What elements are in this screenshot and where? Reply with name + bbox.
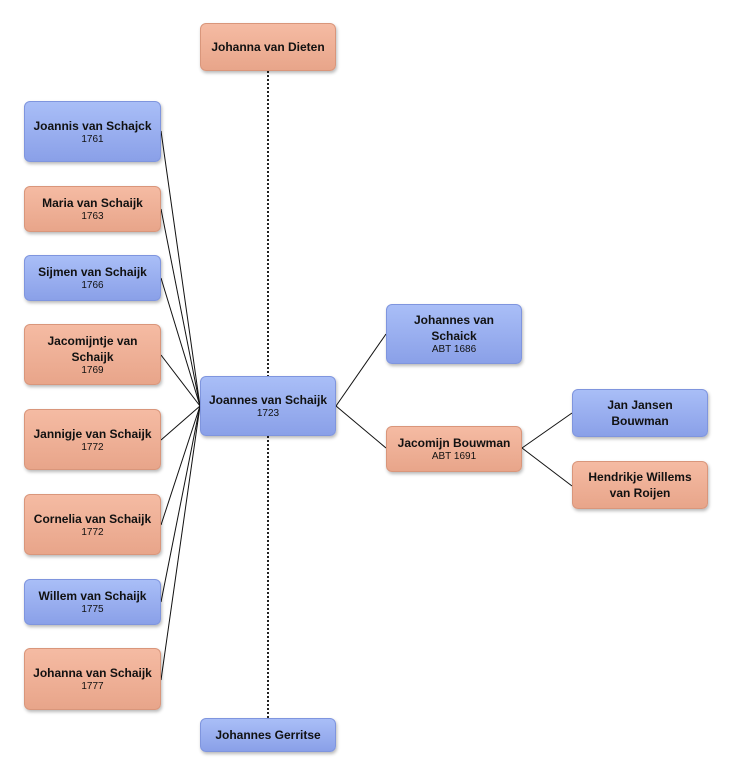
grandparent-link xyxy=(521,412,573,449)
person-year: 1723 xyxy=(256,408,280,419)
person-name: Johannes van Schaick xyxy=(413,313,495,343)
child-box[interactable]: Johanna van Schaijk 1777 xyxy=(24,648,161,710)
child-box[interactable]: Sijmen van Schaijk 1766 xyxy=(24,255,161,301)
parent-box-mother[interactable]: Jacomijn Bouwman ABT 1691 xyxy=(386,426,522,472)
child-box[interactable]: Joannis van Schajck 1761 xyxy=(24,101,161,162)
grandparent-link xyxy=(521,447,573,487)
person-name: Joannis van Schajck xyxy=(33,118,152,133)
person-year: 1772 xyxy=(81,526,104,538)
child-box[interactable]: Willem van Schaijk 1775 xyxy=(24,579,161,625)
person-name: Jannigje van Schaijk xyxy=(33,426,152,441)
child-link xyxy=(160,277,201,407)
person-name: Maria van Schaijk xyxy=(42,196,143,210)
child-link xyxy=(160,405,201,441)
person-year: ABT 1686 xyxy=(431,344,477,355)
person-year: 1761 xyxy=(81,133,104,145)
parent-link xyxy=(335,405,387,449)
child-link xyxy=(160,208,201,407)
person-year: 1766 xyxy=(81,280,104,291)
person-year: ABT 1691 xyxy=(431,451,477,462)
child-link xyxy=(160,405,201,681)
person-name: Jacomijntje van Schaijk xyxy=(47,333,138,364)
child-box[interactable]: Jannigje van Schaijk 1772 xyxy=(24,409,161,470)
child-link xyxy=(160,130,201,407)
person-name: Johannes Gerritse xyxy=(215,728,321,742)
person-name: Cornelia van Schaijk xyxy=(33,511,152,526)
parent-box-father[interactable]: Johannes van Schaick ABT 1686 xyxy=(386,304,522,364)
person-year: 1772 xyxy=(81,441,104,453)
person-box-johanna-van-dieten[interactable]: Johanna van Dieten xyxy=(200,23,336,71)
person-name: Sijmen van Schaijk xyxy=(38,265,147,279)
person-name: Jacomijn Bouwman xyxy=(397,436,511,450)
person-name: Joannes van Schaijk xyxy=(208,393,328,407)
person-name: Johanna van Dieten xyxy=(211,40,325,54)
child-link xyxy=(160,405,201,603)
child-box[interactable]: Maria van Schaijk 1763 xyxy=(24,186,161,232)
grandparent-box-mother[interactable]: Hendrikje Willems van Roijen xyxy=(572,461,708,509)
person-year: 1777 xyxy=(81,681,104,692)
person-box-main[interactable]: Joannes van Schaijk 1723 xyxy=(200,376,336,436)
child-box[interactable]: Jacomijntje van Schaijk 1769 xyxy=(24,324,161,385)
parent-link xyxy=(335,333,387,407)
person-year: 1763 xyxy=(81,211,104,222)
person-name: Willem van Schaijk xyxy=(38,589,147,603)
person-name: Jan Jansen Bouwman xyxy=(607,398,673,428)
child-link xyxy=(160,405,201,526)
person-box-johannes-gerritse[interactable]: Johannes Gerritse xyxy=(200,718,336,752)
person-year: 1769 xyxy=(81,364,104,376)
child-link xyxy=(160,354,201,407)
person-year: 1775 xyxy=(81,604,104,615)
child-box[interactable]: Cornelia van Schaijk 1772 xyxy=(24,494,161,555)
grandparent-box-father[interactable]: Jan Jansen Bouwman xyxy=(572,389,708,437)
person-name: Johanna van Schaijk xyxy=(33,666,152,680)
person-name: Hendrikje Willems van Roijen xyxy=(588,470,692,500)
